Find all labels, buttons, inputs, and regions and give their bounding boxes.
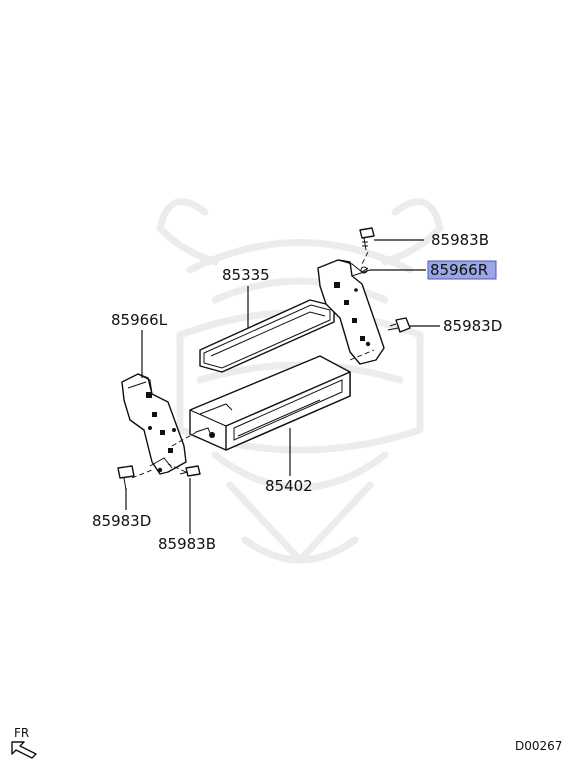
part-85402-tray[interactable] (189, 355, 351, 451)
label-85983D-right[interactable]: 85983D (443, 317, 502, 335)
front-arrow-icon (11, 741, 37, 759)
assembly-line-1 (349, 349, 375, 361)
label-85983B-bottom[interactable]: 85983B (158, 535, 216, 553)
label-85983D-left[interactable]: 85983D (92, 512, 151, 530)
assembly-line-5 (167, 463, 187, 473)
bolt-85983D-left[interactable] (117, 465, 135, 491)
highlight-85966R (427, 260, 497, 280)
label-85966R[interactable]: 85966R (430, 261, 488, 279)
label-85983B-top[interactable]: 85983B (431, 231, 489, 249)
orientation-label: FR (14, 726, 29, 740)
label-85966L[interactable]: 85966L (111, 311, 168, 329)
label-85402[interactable]: 85402 (265, 477, 313, 495)
screw-85983B-top[interactable] (359, 227, 375, 251)
label-85335[interactable]: 85335 (222, 266, 270, 284)
part-85966R-bracket-right[interactable] (317, 259, 385, 365)
assembly-line-2 (361, 251, 369, 265)
assembly-line-3 (171, 429, 201, 447)
part-85335-panel[interactable] (199, 299, 335, 373)
diagram-code: D00267 (515, 739, 562, 753)
screw-85983B-bottom[interactable] (179, 465, 201, 477)
bolt-85983D-right[interactable] (387, 317, 411, 333)
assembly-line-4 (131, 469, 153, 479)
part-85966L-bracket-left[interactable] (121, 373, 187, 475)
